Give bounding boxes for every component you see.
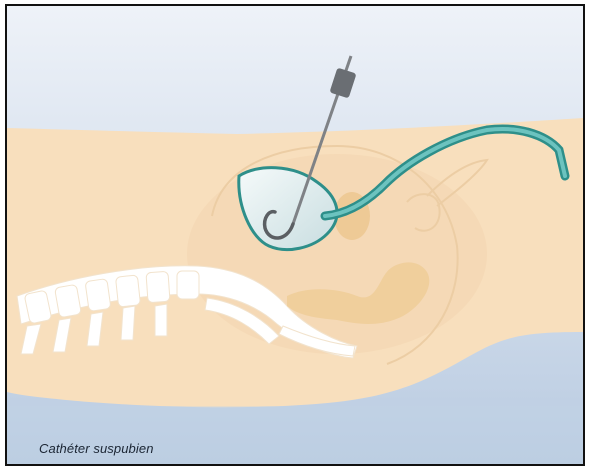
figure-frame: Cathéter suspubien: [5, 4, 585, 466]
figure-caption: Cathéter suspubien: [39, 441, 154, 456]
pelvis-shading: [187, 154, 487, 354]
anatomy-illustration: [7, 6, 583, 464]
